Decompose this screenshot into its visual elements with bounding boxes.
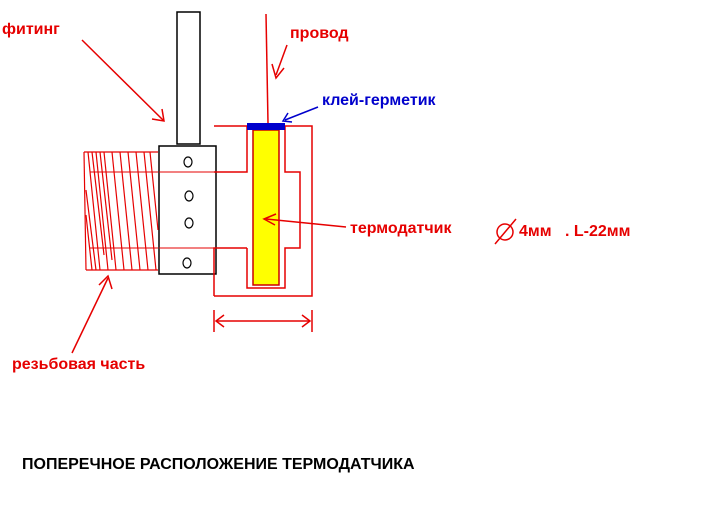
fitting-hole [183,156,193,168]
fitting-hole [184,217,194,229]
sensor-housing-inner [213,126,301,296]
label-glue: клей-герметик [322,92,436,109]
label-sensor: термодатчик [350,220,452,237]
fitting-body [158,145,217,275]
thermo-sensor [252,129,280,286]
label-diameter: 4мм [519,223,552,240]
fitting-hole [184,190,194,202]
diameter-icon [494,218,517,245]
glue-sealant [247,123,285,130]
dimension-line [213,310,313,332]
wire [265,13,269,124]
fitting-hole [182,257,192,269]
label-thread: резьбовая часть [12,356,146,373]
caption: ПОПЕРЕЧНОЕ РАСПОЛОЖЕНИЕ ТЕРМОДАТЧИКА [22,456,415,473]
thread-hatching [83,151,159,271]
label-fitting: фитинг [2,21,60,38]
fitting-tube [176,11,201,145]
leader-arrows [71,39,347,354]
label-wire: провод [290,25,349,42]
label-length: . L-22мм [565,223,631,240]
